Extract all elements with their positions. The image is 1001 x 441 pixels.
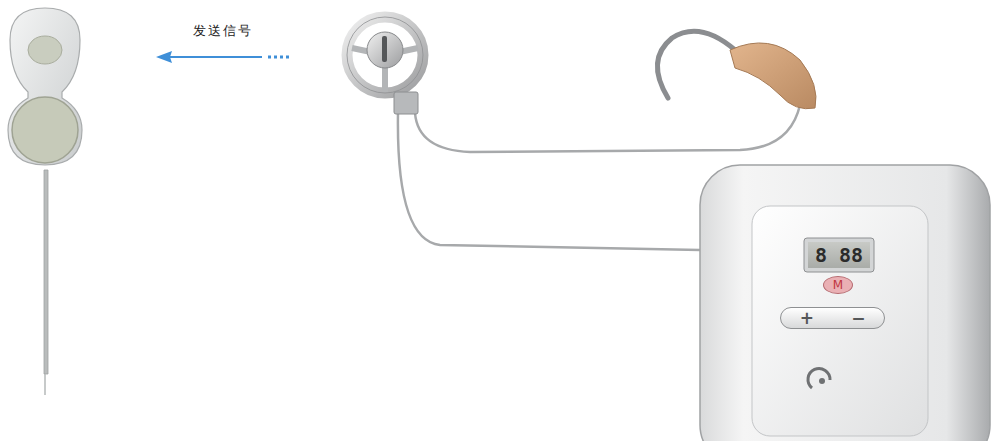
- button-text: 8 88: [815, 243, 863, 267]
- button-text: M: [833, 278, 843, 292]
- signal-arrow: [156, 51, 290, 63]
- transmitter-coil: [347, 17, 423, 114]
- internal-implant: [8, 8, 82, 395]
- lcd-display: 8 88: [808, 242, 870, 268]
- mode-button: M: [823, 276, 853, 294]
- button-text: −: [851, 308, 865, 328]
- button-text: +: [800, 308, 814, 328]
- ear-hook-microphone: [657, 31, 816, 109]
- volume-buttons: +−: [780, 307, 885, 329]
- signal-label: 发送信号: [193, 22, 253, 40]
- speech-processor: [700, 165, 990, 441]
